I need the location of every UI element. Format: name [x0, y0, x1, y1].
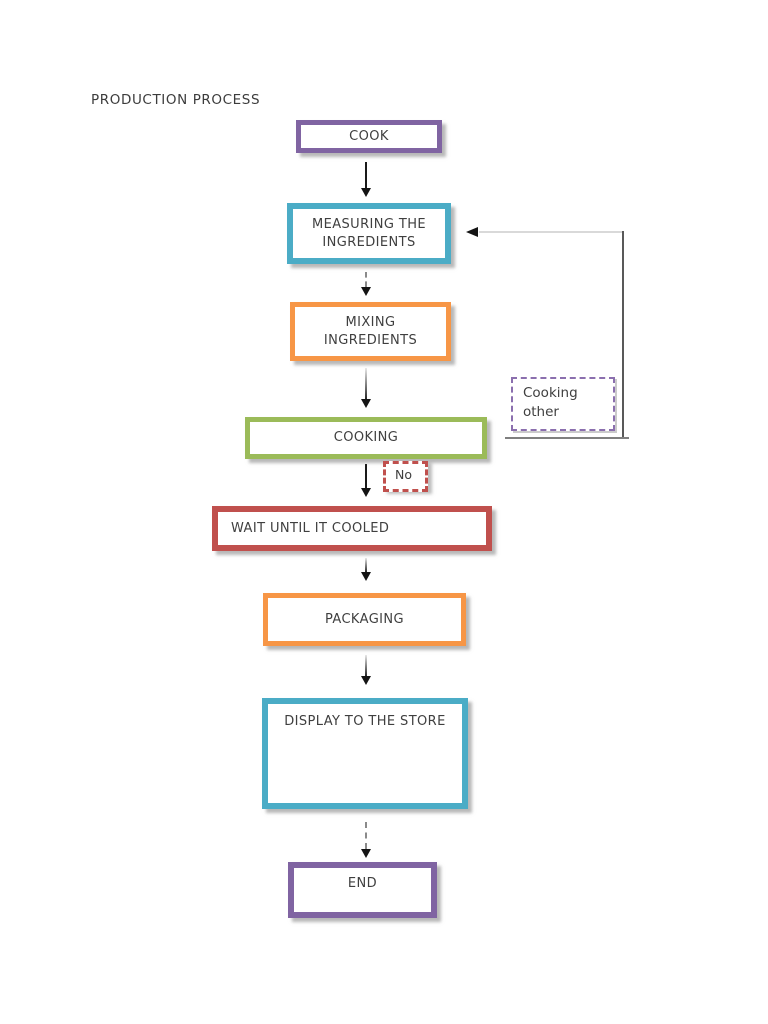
- annotation-label: other: [523, 404, 559, 420]
- node-measuring-the-ingredients: MEASURING THE INGREDIENTS: [287, 203, 451, 264]
- arrow-packaging-to-display: [365, 655, 367, 676]
- page-title: PRODUCTION PROCESS: [91, 92, 261, 108]
- arrow-measuring-to-mixing: [365, 272, 367, 287]
- node-label: INGREDIENTS: [323, 332, 418, 348]
- annotation-label: No: [395, 467, 412, 482]
- node-end: END: [288, 862, 437, 918]
- arrow-cooking-to-wait: [365, 464, 367, 488]
- arrowhead-down-icon: [361, 399, 371, 408]
- arrowhead-down-icon: [361, 849, 371, 858]
- node-label: DISPLAY TO THE STORE: [284, 714, 446, 729]
- feedback-loop-vertical-segment: [622, 231, 624, 439]
- node-cooking: COOKING: [245, 417, 487, 459]
- feedback-loop-top-segment: [479, 231, 623, 233]
- node-label: END: [347, 876, 378, 891]
- node-label: INGREDIENTS: [322, 234, 416, 250]
- node-label: MIXING: [345, 314, 396, 330]
- annotation-label: Cooking: [523, 385, 578, 401]
- arrowhead-down-icon: [361, 188, 371, 197]
- annotation-cooking-other: Cooking other: [511, 377, 615, 431]
- arrowhead-left-icon: [466, 227, 478, 237]
- node-wait-until-it-cooled: WAIT UNTIL IT COOLED: [212, 506, 492, 551]
- node-label: MEASURING THE: [311, 216, 427, 232]
- arrow-display-to-end: [365, 822, 367, 849]
- feedback-loop-bottom-segment: [505, 437, 629, 439]
- arrow-cook-to-measuring: [365, 162, 367, 188]
- arrowhead-down-icon: [361, 572, 371, 581]
- arrow-wait-to-packaging: [365, 558, 367, 572]
- node-label: COOKING: [333, 430, 399, 445]
- node-mixing-ingredients: MIXING INGREDIENTS: [290, 302, 451, 361]
- node-packaging: PACKAGING: [263, 593, 466, 646]
- node-display-to-the-store: DISPLAY TO THE STORE: [262, 698, 468, 809]
- arrowhead-down-icon: [361, 488, 371, 497]
- node-cook: COOK: [296, 120, 442, 153]
- arrow-mixing-to-cooking: [365, 368, 367, 399]
- node-label: COOK: [349, 128, 389, 144]
- arrowhead-down-icon: [361, 676, 371, 685]
- node-label: PACKAGING: [324, 611, 405, 627]
- node-label: WAIT UNTIL IT COOLED: [231, 520, 390, 536]
- arrowhead-down-icon: [361, 287, 371, 296]
- annotation-no: No: [383, 461, 428, 492]
